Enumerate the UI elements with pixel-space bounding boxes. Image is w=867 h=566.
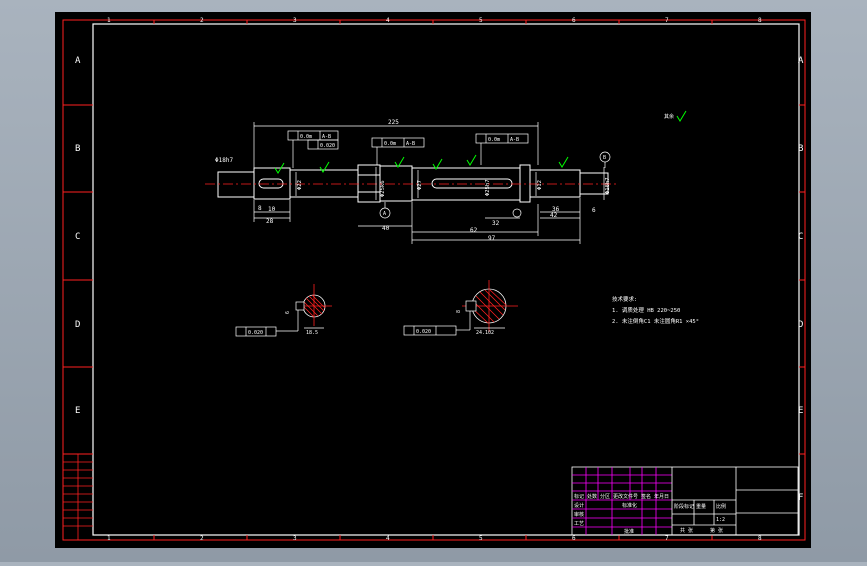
- title-scale-value: 1:2: [716, 517, 725, 523]
- dim-section-depth: 6: [592, 207, 596, 214]
- section1-depth: 18.5: [306, 330, 318, 336]
- title-scale-label: 比例: [716, 503, 726, 510]
- row-label-right: A: [798, 56, 804, 66]
- roughness-marks: [274, 110, 687, 174]
- tolerance-value: 0.0m: [300, 134, 312, 140]
- tolerance-value: 0.0m: [384, 141, 396, 147]
- tolerance-ref: A-B: [510, 137, 519, 143]
- shaft-outline: [217, 164, 609, 203]
- dim-36: 36: [552, 206, 560, 213]
- col-label-top: 1: [107, 17, 111, 24]
- row-label-left: B: [75, 144, 80, 154]
- section1-tolerance: 0.020: [248, 330, 263, 336]
- row-label-left: E: [75, 406, 80, 416]
- tolerance-value: 0.0m: [488, 137, 500, 143]
- title-sheets-total: 共 张: [680, 527, 693, 534]
- row-label-left: A: [75, 56, 81, 66]
- col-label-top: 5: [479, 17, 483, 24]
- col-label-bottom: 7: [665, 535, 669, 542]
- dim-dia-25h7: Φ25h7: [485, 179, 491, 196]
- roughness-other-label: 其余: [664, 113, 674, 120]
- dim-10: 10: [268, 206, 276, 213]
- dim-62: 62: [470, 227, 478, 234]
- dimension-lines: [253, 122, 605, 244]
- dim-dia-12: Φ12: [537, 180, 543, 190]
- dim-32: 32: [492, 220, 500, 227]
- col-label-bottom: 8: [758, 535, 762, 542]
- datum-letters: A B: [383, 155, 606, 217]
- datum-b: B: [603, 155, 606, 161]
- row-label-right: E: [798, 406, 803, 416]
- dimension-texts: 225 Φ18h7 8 10 28 40 32 62 97 36 42 6: [215, 119, 596, 242]
- title-design: 设计: [574, 502, 584, 509]
- section2-depth: 24.102: [476, 330, 494, 336]
- dim-40: 40: [382, 225, 390, 232]
- col-label-top: 2: [200, 17, 204, 24]
- section2-tolerance: 0.020: [416, 329, 431, 335]
- dim-28: 28: [266, 218, 274, 225]
- zone-ticks: [63, 20, 805, 540]
- col-label-bottom: 2: [200, 535, 204, 542]
- col-label-top: 6: [572, 17, 576, 24]
- notes-line-2: 2. 未注倒角C1 未注圆角R1 ×45°: [612, 317, 699, 325]
- section2-key: 8: [456, 310, 462, 313]
- col-label-top: 8: [758, 17, 762, 24]
- section-view-1: 0.020 18.5 6: [235, 284, 332, 337]
- title-sheet-no: 第 张: [710, 527, 723, 534]
- title-block: 标记 处数 分区 更改文件号 签名 年月日 设计 标准化 审核 工艺 批准 阶段…: [571, 466, 799, 536]
- dim-left-diameter: Φ18h7: [215, 157, 233, 164]
- tolerance-value: 0.020: [320, 143, 335, 149]
- tolerance-ref: A-B: [406, 141, 415, 147]
- dim-overall-length: 225: [388, 119, 399, 126]
- dim-dia-22: Φ22: [297, 180, 303, 190]
- col-label-top: 4: [386, 17, 390, 24]
- row-label-left: D: [75, 320, 80, 330]
- col-label-bottom: 5: [479, 535, 483, 542]
- row-label-right: B: [798, 144, 803, 154]
- row-label-right: D: [798, 320, 803, 330]
- col-label-bottom: 1: [107, 535, 111, 542]
- section1-key: 6: [285, 311, 291, 314]
- notes-line-1: 1. 调质处理 HB 220~250: [612, 306, 680, 314]
- datum-markers: [379, 151, 611, 219]
- col-label-top: 3: [293, 17, 297, 24]
- row-labels: A B C D E A B C D E F: [75, 56, 804, 503]
- col-label-bottom: 3: [293, 535, 297, 542]
- diameter-texts: Φ22 Φ25k6 Φ27 Φ25h7 Φ12 Φ18h7: [297, 177, 611, 197]
- dim-dia-25k6: Φ25k6: [380, 180, 386, 197]
- section-view-2: 0.020 24.102 8: [403, 280, 518, 336]
- tolerance-frames: [287, 130, 529, 168]
- notes-heading: 技术要求:: [612, 295, 637, 303]
- dim-dia-right: Φ18h7: [605, 177, 611, 194]
- col-label-top: 7: [665, 17, 669, 24]
- col-label-bottom: 6: [572, 535, 576, 542]
- technical-notes: 技术要求: 1. 调质处理 HB 220~250 2. 未注倒角C1 未注圆角R…: [612, 295, 699, 325]
- dim-42: 42: [550, 212, 558, 219]
- datum-a: A: [383, 211, 386, 217]
- title-weight-label: 重量: [696, 503, 706, 510]
- dim-8: 8: [258, 205, 262, 212]
- title-approve: 批准: [624, 528, 634, 535]
- title-process: 工艺: [574, 521, 584, 527]
- tolerance-ref: A-B: [322, 134, 331, 140]
- dim-97: 97: [488, 235, 496, 242]
- col-label-bottom: 4: [386, 535, 390, 542]
- title-review: 审核: [574, 511, 584, 518]
- row-label-left: C: [75, 232, 80, 242]
- tolerance-texts: 0.0m A-B 0.020 0.0m A-B 0.0m A-B: [300, 134, 519, 149]
- row-label-right: F: [798, 493, 803, 503]
- row-label-right: C: [798, 232, 803, 242]
- sheet-background: [55, 12, 811, 548]
- title-standard: 标准化: [622, 502, 637, 509]
- left-margin-grid: [63, 454, 93, 540]
- title-row-header: 标记 处数 分区 更改文件号 签名 年月日: [574, 493, 669, 500]
- column-labels: 1 2 3 4 5 6 7 8 1 2 3 4 5 6 7 8: [107, 17, 762, 542]
- title-stage-label: 阶段标记: [674, 503, 694, 510]
- dim-dia-27: Φ27: [417, 180, 423, 190]
